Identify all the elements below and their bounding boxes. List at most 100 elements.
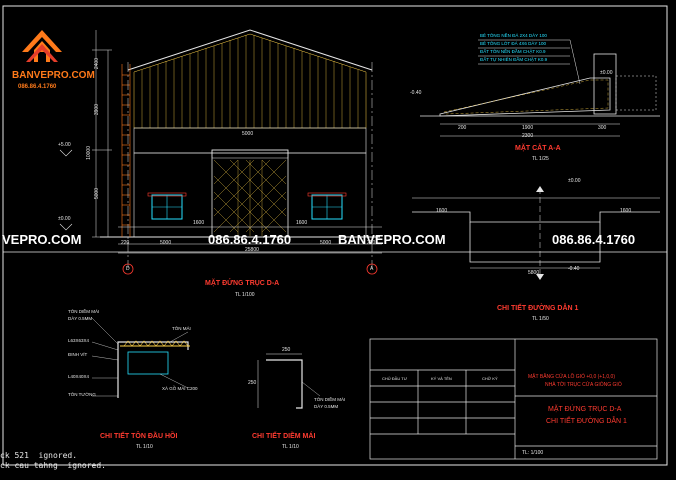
- section-level-000: ±0.00: [600, 70, 613, 76]
- ramp-scale: TL 1/50: [532, 316, 549, 322]
- dim-v2400: 2400: [94, 58, 100, 70]
- ridge-flashing-detail: [91, 317, 190, 398]
- title-block: [369, 338, 658, 460]
- section-scale: TL 1/25: [532, 156, 549, 162]
- eave-dim-250-top: 250: [282, 347, 291, 353]
- section-note-3: ĐẤT TÔN NỀN ĐẦM CHẶT K0.9: [480, 49, 546, 54]
- roof-cladding: [133, 33, 367, 129]
- tb-scale: TL: 1/100: [522, 450, 544, 456]
- section-note-4: ĐẤT TỰ NHIÊN ĐẦM CHẶT K0.9: [480, 57, 548, 62]
- ridge-label-7: TÔN MÁI: [172, 326, 191, 331]
- purlin-c200: [127, 351, 169, 375]
- vertical-dimensions: [92, 30, 112, 238]
- ramp-slab: [439, 77, 611, 117]
- elevation-view: [59, 29, 382, 275]
- section-aa: [420, 39, 660, 137]
- sheet-frame: [2, 5, 668, 466]
- eave-label-2: DÀY 0.5MM: [314, 404, 339, 409]
- dim-v3900: 3900: [94, 104, 100, 116]
- ridge-title: CHI TIẾT TÔN ĐẦU HỒI: [100, 433, 178, 440]
- dim-220-left: 220: [121, 240, 130, 246]
- wall-cladding-lines: [141, 35, 359, 128]
- section-leader-lines: [478, 39, 581, 85]
- ridge-label-6: TÔN TƯỜNG: [68, 392, 96, 397]
- watermark-phone-right: 086.86.4.1760: [552, 232, 636, 247]
- level-500: +5.00: [58, 142, 71, 148]
- dim-220-right: 220: [367, 240, 376, 246]
- command-history-line-1: ck 521 ignored.: [0, 451, 78, 460]
- level-markers: [59, 149, 73, 231]
- eave-leader: [301, 381, 321, 397]
- door-hatch: [213, 159, 287, 236]
- dim-1600-left: 1600: [193, 220, 205, 226]
- eave-flashing: [266, 359, 303, 409]
- ramp-profile: [412, 211, 660, 223]
- section-title: MẶT CẮT A-A: [515, 145, 561, 152]
- dim-5000-top: 5000: [242, 131, 254, 137]
- elevation-title: MẶT ĐỨNG TRỤC D-A: [205, 280, 280, 287]
- dim-v10000: 10000: [86, 146, 92, 160]
- roof-corrugation: [123, 340, 189, 347]
- banvepro-logo-icon: [22, 30, 62, 62]
- logo-brand: BANVEPRO.COM: [12, 70, 95, 81]
- ramp-section-marks: [536, 186, 544, 280]
- dim-5000-left: 5000: [160, 240, 172, 246]
- ridge-label-2: DÀY 0.5MM: [68, 316, 93, 321]
- roof-outline: [127, 29, 373, 71]
- axis-label-a: A: [370, 266, 374, 272]
- ramp-title: CHI TIẾT ĐƯỜNG DẪN 1: [497, 305, 579, 312]
- logo-phone: 086.86.4.1760: [18, 84, 57, 90]
- command-history-line-2: ck cau tahng ignored.: [0, 461, 106, 470]
- section-dim-1900: 1900: [522, 125, 534, 131]
- ramp-dim-1600-left: 1600: [436, 208, 448, 214]
- tb-drawing-2: CHI TIẾT ĐƯỜNG DẪN 1: [546, 418, 627, 425]
- watermark-left: VEPRO.COM: [2, 232, 82, 247]
- tb-header-name: KÝ VÀ TÊN: [431, 376, 452, 381]
- ridge-label-3: L63X63X4: [68, 338, 90, 343]
- ridge-scale: TL 1/10: [136, 444, 153, 450]
- ridge-label-5: L40X40X4: [68, 374, 90, 379]
- ramp-dim-5800: 5800: [528, 270, 540, 276]
- door-transom: [211, 149, 289, 159]
- ramp-hatch: [443, 79, 609, 115]
- foundation-block: [593, 53, 617, 115]
- dim-total: 25800: [245, 247, 259, 253]
- foundation-fill: [615, 75, 657, 111]
- ridge-label-8: XÀ GỒ MÁI C200: [162, 386, 198, 391]
- dim-1600-right: 1600: [296, 220, 308, 226]
- ramp-detail: [412, 186, 660, 280]
- dim-v5000: 5000: [94, 188, 100, 200]
- watermark-center: BANVEPRO.COM: [338, 232, 446, 247]
- horizontal-dimensions: [118, 226, 382, 254]
- section-level-040: -0.40: [410, 90, 422, 96]
- elevation-scale: TL 1/100: [235, 292, 255, 298]
- eave-label-1: TÔN DIỀM MÁI: [314, 397, 346, 402]
- dim-5000-right: 5000: [320, 240, 332, 246]
- ramp-dim-1600-right: 1600: [620, 208, 632, 214]
- ramp-level-000: ±0.00: [568, 178, 581, 184]
- ramp-level-040: -0.40: [568, 266, 580, 272]
- ridge-label-4: ĐINH VÍT: [68, 352, 88, 357]
- section-dim-2300: 2300: [522, 133, 534, 139]
- tb-drawing-1: MẶT ĐỨNG TRỤC D-A: [548, 406, 622, 413]
- window-right-sill: [307, 192, 347, 197]
- ridge-label-1: TÔN DIỀM MÁI: [68, 309, 100, 314]
- eave-flashing-detail: [257, 353, 321, 409]
- tb-project-2: NHÀ TỜI TRỤC CỬA GIÓNG GIÓ: [545, 382, 622, 388]
- axis-bubble-d: [122, 263, 134, 275]
- ladder: [121, 64, 131, 237]
- ramp-bottom: [469, 222, 601, 263]
- section-dim-300: 300: [598, 125, 607, 131]
- axis-bubble-a: [366, 263, 378, 275]
- section-note-2: BÊ TÔNG LÓT ĐÁ 4X6 DÀY 100: [480, 41, 547, 46]
- window-left-sill: [147, 192, 187, 197]
- level-000: ±0.00: [58, 216, 71, 222]
- eave-scale: TL 1/10: [282, 444, 299, 450]
- tb-header-sign: CHỮ KÝ: [482, 376, 498, 381]
- tb-project-1: MẶT BẰNG CỬA LỒ GIÓ +0,0 (+1,0,0): [528, 374, 615, 380]
- eave-dim-250-side: 250: [248, 380, 257, 386]
- section-dimensions: [440, 123, 620, 137]
- ridge-leaders: [91, 317, 189, 397]
- tb-header-owner: CHỦ ĐẦU TƯ: [382, 376, 408, 381]
